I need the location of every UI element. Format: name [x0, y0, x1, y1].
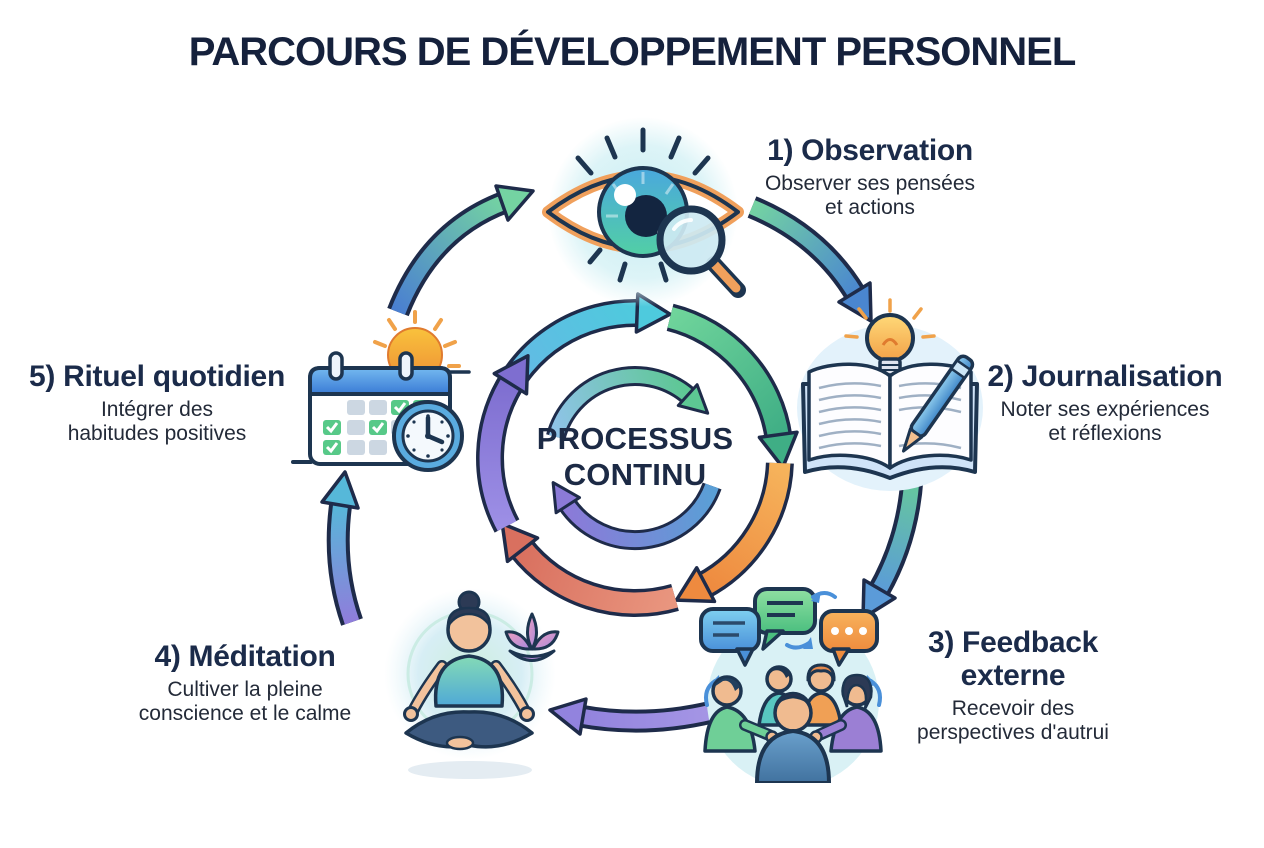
arrow-step3-to-step4 [548, 697, 715, 736]
cycle-arrows-icon [476, 292, 799, 618]
page-title: PARCOURS DE DÉVELOPPEMENT PERSONNEL [188, 30, 1077, 74]
step-1-observation: 1) Observation Observer ses pensées et a… [720, 134, 1020, 220]
magnifier [656, 205, 746, 298]
speech-bubble-green [753, 587, 817, 651]
step-4-meditation: 4) Méditation Cultiver la pleine conscie… [95, 640, 395, 726]
group-discussion-icon [699, 587, 883, 783]
step-3-heading: 3) Feedback [927, 626, 1099, 659]
arrow-step4-to-step5 [320, 470, 363, 626]
person-orange [801, 663, 843, 727]
meditating-person-icon [384, 588, 560, 779]
center-label-line2: CONTINU [563, 456, 707, 492]
step-1-heading: 1) Observation [767, 134, 973, 167]
arrow-step5-to-step1 [387, 184, 535, 317]
step-3-heading-line2: externe [960, 659, 1066, 692]
journal-lightbulb-pen-icon [797, 298, 983, 491]
lotus-icon [504, 612, 560, 662]
step-3-desc-line1: Recevoir des [951, 697, 1075, 720]
speech-bubble-orange [819, 609, 879, 667]
calendar-clock-sun-icon [291, 310, 471, 472]
step-1-desc-line2: et actions [825, 195, 915, 219]
center-label-line1: PROCESSUS [536, 421, 734, 456]
person-purple [809, 673, 883, 753]
step-2-desc-line1: Noter ses expériences [1000, 398, 1210, 421]
speech-bubble-blue [699, 607, 761, 667]
clock-icon [392, 400, 464, 472]
lightbulb-icon [844, 298, 936, 377]
step-2-heading: 2) Journalisation [987, 360, 1223, 393]
step-4-heading: 4) Méditation [154, 640, 336, 673]
person-back [755, 691, 831, 783]
step-1-desc-line1: Observer ses pensées [764, 172, 976, 195]
step-5-desc-line1: Intégrer des [100, 398, 214, 421]
eye-pupil [625, 195, 667, 237]
step-3-desc-line2: perspectives d'autrui [917, 720, 1109, 744]
inner-ring-arrows [546, 366, 722, 551]
step-5-heading: 5) Rituel quotidien [29, 360, 285, 393]
step-2-journalisation: 2) Journalisation Noter ses expériences … [955, 360, 1255, 446]
step-5-rituel-quotidien: 5) Rituel quotidien Intégrer des habitud… [7, 360, 307, 446]
meditating-person [403, 590, 535, 751]
eye-magnifier-icon [542, 117, 746, 307]
step-4-desc-line2: conscience et le calme [138, 701, 352, 725]
eye-lashes [575, 127, 711, 283]
arrow-step2-to-step3 [861, 477, 924, 620]
step-3-feedback-externe: 3) Feedback externe Recevoir des perspec… [868, 626, 1158, 745]
step-4-desc-line1: Cultiver la pleine [167, 678, 323, 701]
person-green [703, 675, 779, 753]
center-label: PROCESSUS CONTINU [523, 421, 747, 492]
outer-ring-arrows [476, 292, 799, 618]
step-5-desc-line2: habitudes positives [67, 421, 247, 445]
step-2-desc-line2: et réflexions [1048, 421, 1162, 445]
pen-icon [901, 354, 975, 453]
